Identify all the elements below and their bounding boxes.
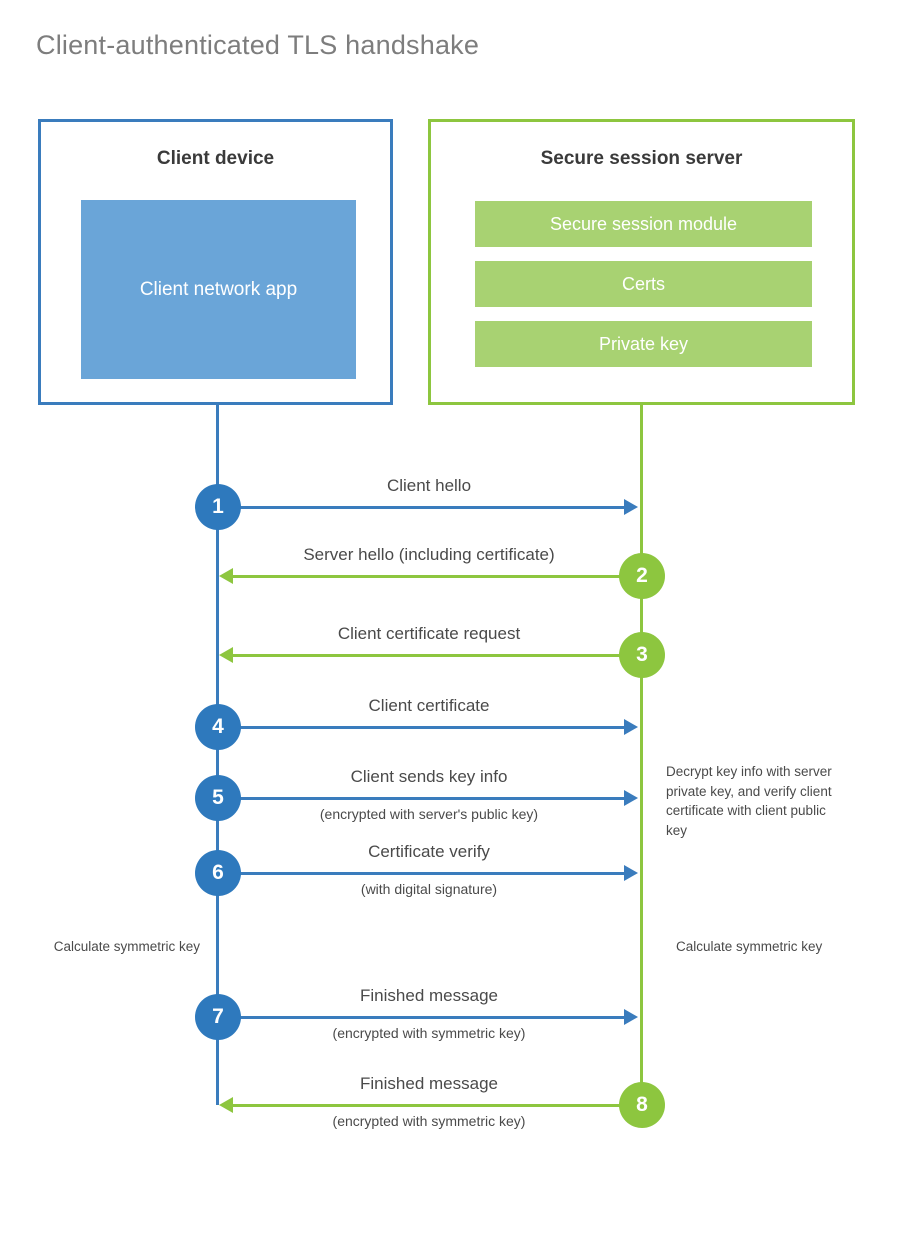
- message-sublabel: (encrypted with server's public key): [319, 806, 539, 822]
- client-lifeline: [216, 405, 219, 1105]
- page-title: Client-authenticated TLS handshake: [36, 30, 480, 60]
- message-label: Server hello (including certificate): [303, 545, 555, 564]
- client-network-app-block: Client network app: [81, 200, 356, 379]
- step-badge-8[interactable]: 8: [619, 1082, 665, 1128]
- note-server-calculate-symmetric-key: Calculate symmetric key: [676, 939, 823, 954]
- server-module-item: Secure session module: [475, 201, 812, 247]
- server-module-item: Certs: [475, 261, 812, 307]
- message-sublabel: (with digital signature): [360, 881, 498, 897]
- message-sublabel: (encrypted with symmetric key): [332, 1113, 526, 1129]
- message-label: Finished message: [360, 986, 498, 1005]
- message-label: Client sends key info: [350, 767, 508, 786]
- secure-session-server-box: Secure session server Secure session mod…: [428, 119, 855, 405]
- note-server-decrypt: Decrypt key info with server private key…: [666, 764, 832, 838]
- step-badge-1[interactable]: 1: [195, 484, 241, 530]
- step-badge-4[interactable]: 4: [195, 704, 241, 750]
- server-module-item: Private key: [475, 321, 812, 367]
- step-badge-2[interactable]: 2: [619, 553, 665, 599]
- message-label: Client certificate: [368, 696, 490, 715]
- server-lifeline: [640, 405, 643, 1105]
- message-label: Client hello: [386, 476, 472, 495]
- client-device-box: Client device Client network app: [38, 119, 393, 405]
- secure-session-server-title: Secure session server: [540, 148, 743, 169]
- client-device-title: Client device: [156, 148, 275, 169]
- step-badge-5[interactable]: 5: [195, 775, 241, 821]
- message-label: Client certificate request: [337, 624, 521, 643]
- note-client-calculate-symmetric-key: Calculate symmetric key: [53, 939, 200, 954]
- step-badge-3[interactable]: 3: [619, 632, 665, 678]
- step-badge-6[interactable]: 6: [195, 850, 241, 896]
- message-sublabel: (encrypted with symmetric key): [332, 1025, 526, 1041]
- message-label: Certificate verify: [368, 842, 490, 861]
- message-label: Finished message: [360, 1074, 498, 1093]
- server-module-list: Secure session module Certs Private key: [475, 201, 812, 381]
- step-badge-7[interactable]: 7: [195, 994, 241, 1040]
